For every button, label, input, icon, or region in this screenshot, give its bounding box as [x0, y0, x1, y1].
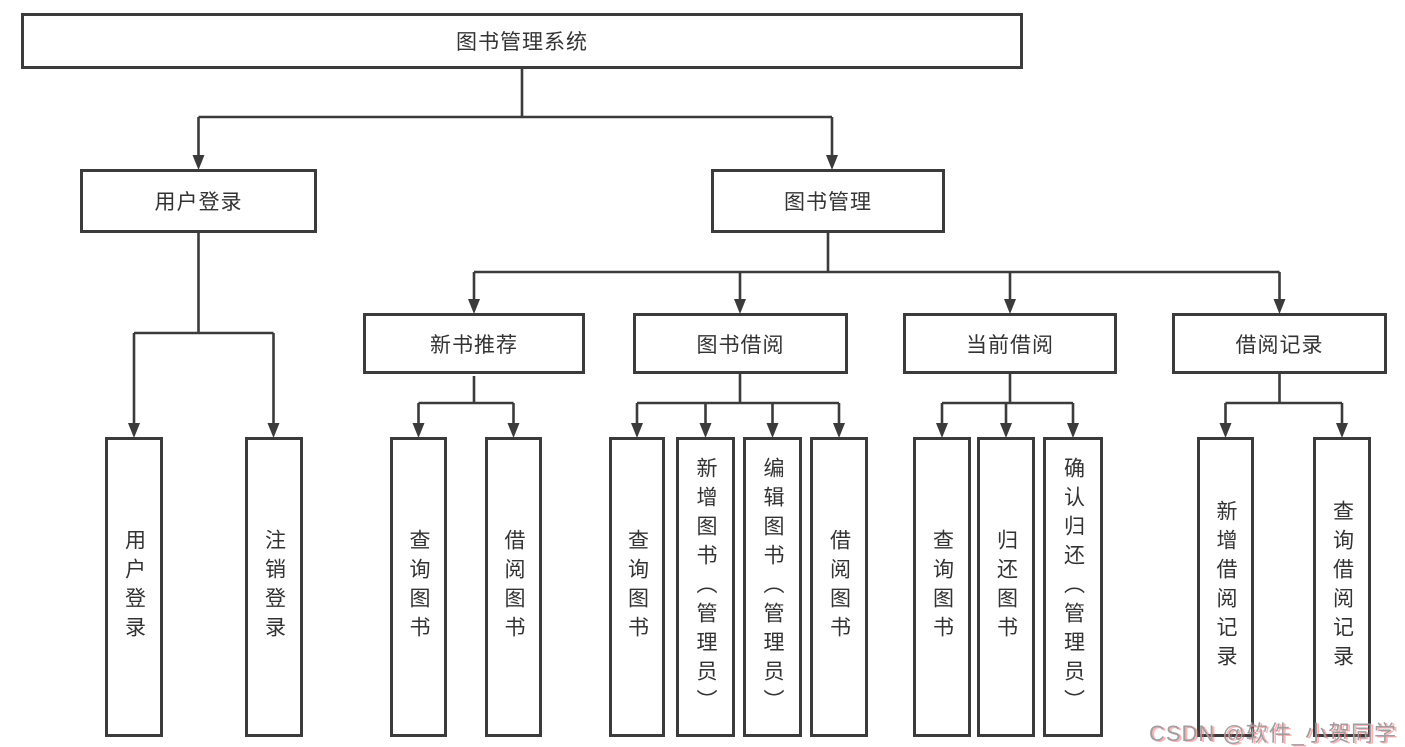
leaf-label: 归还图书 [994, 529, 1018, 645]
leaf-edit-books-admin: 编辑图书（管理员） [743, 437, 802, 737]
arrow-icon [1067, 423, 1079, 438]
watermark-csdn: CSDN @软件_小贺同学 [1148, 721, 1397, 746]
leaf-logout-login: 注销登录 [245, 437, 303, 737]
leaf-confirm-return-admin: 确认归还（管理员） [1043, 437, 1103, 737]
node-library-management-system: 图书管理系统 [21, 13, 1023, 69]
arrow-icon [128, 423, 140, 438]
arrow-icon [766, 423, 779, 438]
leaf-borrow-books-recommend: 借阅图书 [485, 437, 542, 737]
node-user-login: 用户登录 [80, 169, 317, 233]
leaf-label: 用户登录 [122, 529, 146, 645]
arrow-icon [1004, 299, 1016, 314]
leaf-add-books-admin: 新增图书（管理员） [676, 437, 735, 737]
node-book-management: 图书管理 [711, 169, 945, 233]
leaf-label: 新增图书（管理员） [694, 456, 717, 718]
arrow-icon [1219, 423, 1232, 438]
node-current-borrowing: 当前借阅 [903, 313, 1117, 374]
leaf-borrow-books-borrowing: 借阅图书 [810, 437, 868, 737]
leaf-label: 查询借阅记录 [1330, 500, 1354, 674]
arrow-icon [412, 423, 425, 438]
leaf-user-login: 用户登录 [105, 437, 163, 737]
leaf-query-books-recommend: 查询图书 [390, 437, 447, 737]
leaf-label: 新增借阅记录 [1214, 500, 1237, 674]
leaf-query-books-current: 查询图书 [913, 437, 971, 737]
arrow-icon [699, 423, 712, 438]
arrow-icon [1273, 299, 1286, 314]
leaf-query-books-borrowing: 查询图书 [609, 437, 665, 737]
arrow-icon [468, 299, 480, 314]
leaf-label: 借阅图书 [502, 529, 525, 645]
arrow-icon [826, 155, 838, 170]
arrow-icon [267, 423, 280, 438]
leaf-add-borrow-record: 新增借阅记录 [1197, 437, 1254, 737]
arrow-icon [833, 423, 845, 438]
leaf-query-borrow-record: 查询借阅记录 [1313, 437, 1371, 737]
arrow-icon [631, 423, 643, 438]
leaf-label: 注销登录 [262, 529, 286, 645]
leaf-label: 借阅图书 [827, 529, 851, 645]
node-borrowing-records: 借阅记录 [1172, 313, 1387, 374]
node-book-borrowing: 图书借阅 [633, 313, 848, 374]
arrow-icon [507, 423, 520, 438]
leaf-label: 查询图书 [930, 529, 954, 645]
arrow-icon [192, 155, 205, 170]
arrow-icon [734, 299, 746, 314]
arrow-icon [936, 423, 948, 438]
leaf-label: 确认归还（管理员） [1061, 456, 1085, 718]
arrow-icon [1000, 423, 1012, 438]
leaf-label: 查询图书 [407, 529, 430, 645]
arrowheads [128, 155, 1348, 438]
leaf-label: 查询图书 [625, 529, 649, 645]
connector-paths [132, 69, 1344, 426]
leaf-return-books: 归还图书 [977, 437, 1035, 737]
arrow-icon [1336, 423, 1348, 438]
leaf-label: 编辑图书（管理员） [761, 456, 784, 718]
node-new-book-recommendation: 新书推荐 [363, 313, 585, 374]
